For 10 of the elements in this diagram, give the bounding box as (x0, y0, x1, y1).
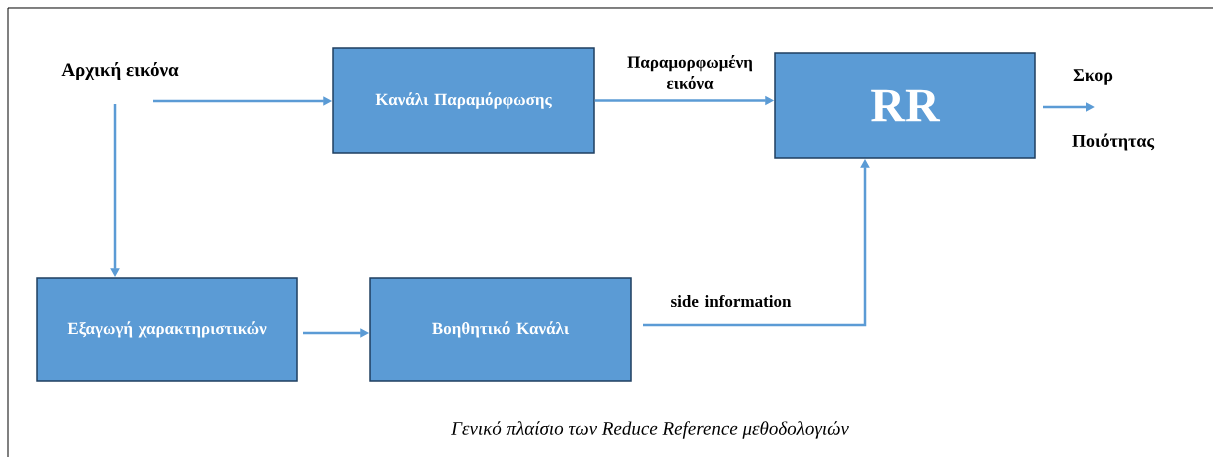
output-label: Σκορ (1073, 69, 1113, 85)
output-label: Ποιότητας (1072, 133, 1155, 151)
process-box: Βοηθητικό Κανάλι (369, 277, 632, 382)
edge-label: Παραμορφωμένη εικόνα (627, 55, 753, 89)
process-box: RR (774, 52, 1036, 159)
input-label: Αρχική εικόνα (61, 61, 179, 81)
edge-label: side information (671, 294, 792, 308)
process-box: Εξαγωγή χαρακτηριστικών (36, 277, 298, 382)
caption: Γενικό πλαίσιο των Reduce Reference μεθοδολογιών (451, 421, 849, 439)
process-box: Κανάλι Παραμόρφωσης (332, 47, 595, 154)
